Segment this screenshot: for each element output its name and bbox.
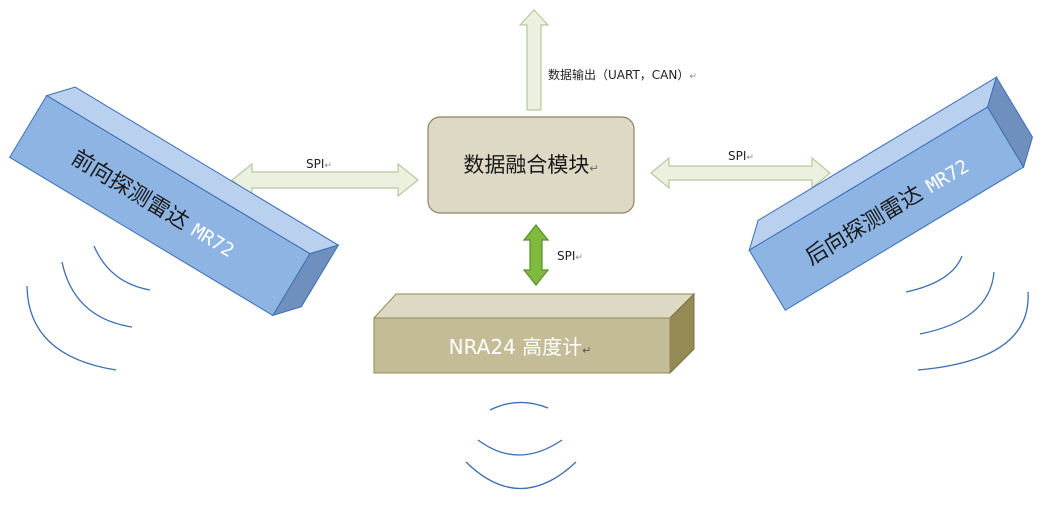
- bottom-spi-arrow: [522, 224, 550, 286]
- svg-text:数据输出（UART，CAN）↵: 数据输出（UART，CAN）↵: [548, 67, 697, 82]
- svg-text:SPI↵: SPI↵: [306, 157, 332, 171]
- output-label: 数据输出（UART，CAN）: [548, 67, 689, 82]
- front-radar-front-face: [8, 94, 311, 317]
- fusion-module-label: 数据融合模块: [463, 153, 589, 177]
- fusion-module: 数据融合模块↵: [427, 116, 635, 214]
- svg-text:NRA24 高度计↵: NRA24 高度计↵: [449, 335, 592, 359]
- altimeter-block: NRA24 高度计↵: [372, 292, 696, 375]
- right-spi-label: SPI: [728, 149, 746, 163]
- altimeter-label: NRA24 高度计: [449, 335, 583, 359]
- altimeter-top-face: [372, 293, 696, 319]
- svg-text:SPI↵: SPI↵: [728, 149, 754, 163]
- paragraph-mark: ↵: [575, 253, 583, 263]
- paragraph-mark: ↵: [324, 161, 332, 171]
- rear-radar-front-face: [748, 106, 1025, 311]
- paragraph-mark: ↵: [582, 344, 591, 357]
- left-spi-arrow: [231, 162, 419, 198]
- svg-text:数据融合模块↵: 数据融合模块↵: [463, 153, 598, 177]
- right-spi-arrow: [650, 156, 831, 190]
- paragraph-mark: ↵: [746, 153, 754, 163]
- svg-text:SPI↵: SPI↵: [557, 249, 583, 263]
- fusion-module-box: [427, 116, 635, 214]
- front-radar-waves: [26, 245, 151, 371]
- rear-radar-waves: [905, 255, 1029, 371]
- left-spi-label: SPI: [306, 157, 324, 171]
- paragraph-mark: ↵: [589, 162, 598, 175]
- rear-radar: 后向探测雷达MR72: [748, 75, 1034, 311]
- altimeter-front-face: [373, 317, 671, 374]
- bottom-spi-label: SPI: [557, 249, 575, 263]
- altimeter-waves: [465, 401, 577, 490]
- output-arrow: [518, 9, 550, 111]
- front-radar: 前向探测雷达MR72: [8, 86, 340, 317]
- paragraph-mark: ↵: [689, 72, 697, 82]
